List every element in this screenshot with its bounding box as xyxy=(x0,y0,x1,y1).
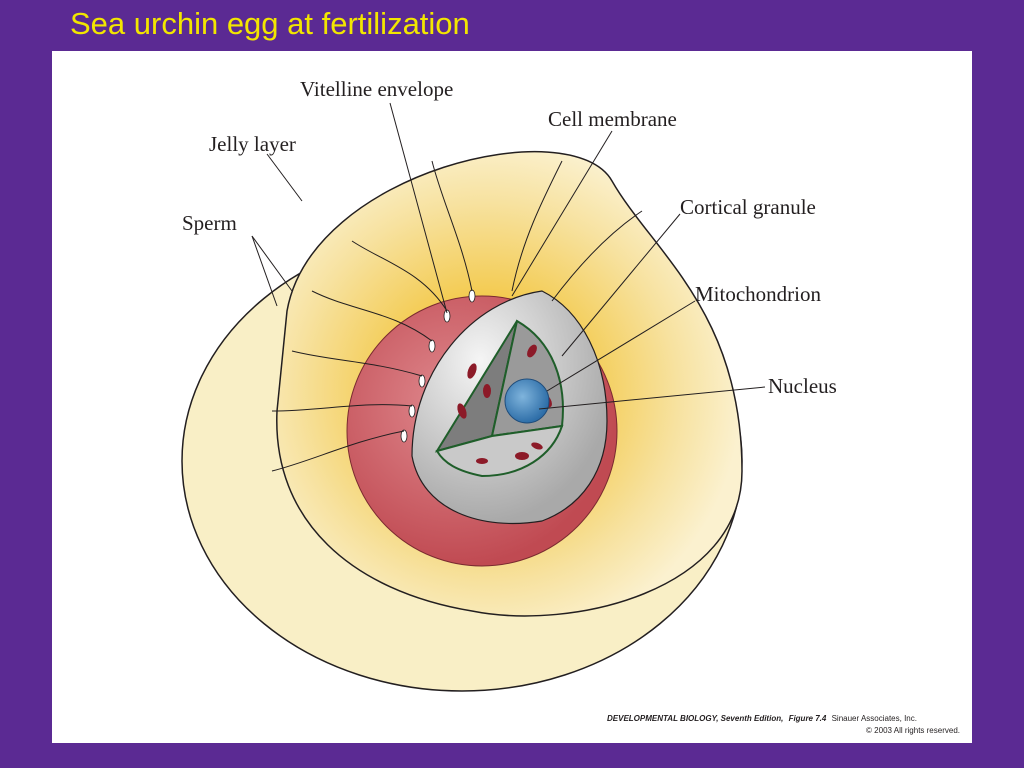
label-vitelline-envelope: Vitelline envelope xyxy=(300,77,453,101)
sperm-cells xyxy=(400,289,476,443)
leader-lines xyxy=(251,102,766,410)
label-sperm: Sperm xyxy=(182,211,237,235)
label-nucleus: Nucleus xyxy=(768,374,837,398)
credit-figure: Figure 7.4 xyxy=(789,714,827,723)
label-cell-membrane: Cell membrane xyxy=(548,107,677,131)
sperm-tails xyxy=(271,160,643,472)
sea-urchin-egg-diagram: Vitelline envelope Cell membrane Jelly l… xyxy=(181,77,960,735)
credit-publisher: Sinauer Associates, Inc. xyxy=(832,714,917,723)
figure-panel: Vitelline envelope Cell membrane Jelly l… xyxy=(52,51,972,743)
mitochondria xyxy=(457,344,552,464)
nucleus xyxy=(504,378,550,424)
label-mitochondrion: Mitochondrion xyxy=(695,282,821,306)
label-jelly-layer: Jelly layer xyxy=(209,132,296,156)
credit-copyright: © 2003 All rights reserved. xyxy=(866,726,960,735)
slide-title: Sea urchin egg at fertilization xyxy=(70,6,470,41)
credit-line: DEVELOPMENTAL BIOLOGY, Seventh Edition, … xyxy=(607,714,917,723)
credit-book: DEVELOPMENTAL BIOLOGY, Seventh Edition, xyxy=(607,714,783,723)
label-cortical-granule: Cortical granule xyxy=(680,195,816,219)
cytoplasm-wedge-bottom xyxy=(435,424,564,478)
